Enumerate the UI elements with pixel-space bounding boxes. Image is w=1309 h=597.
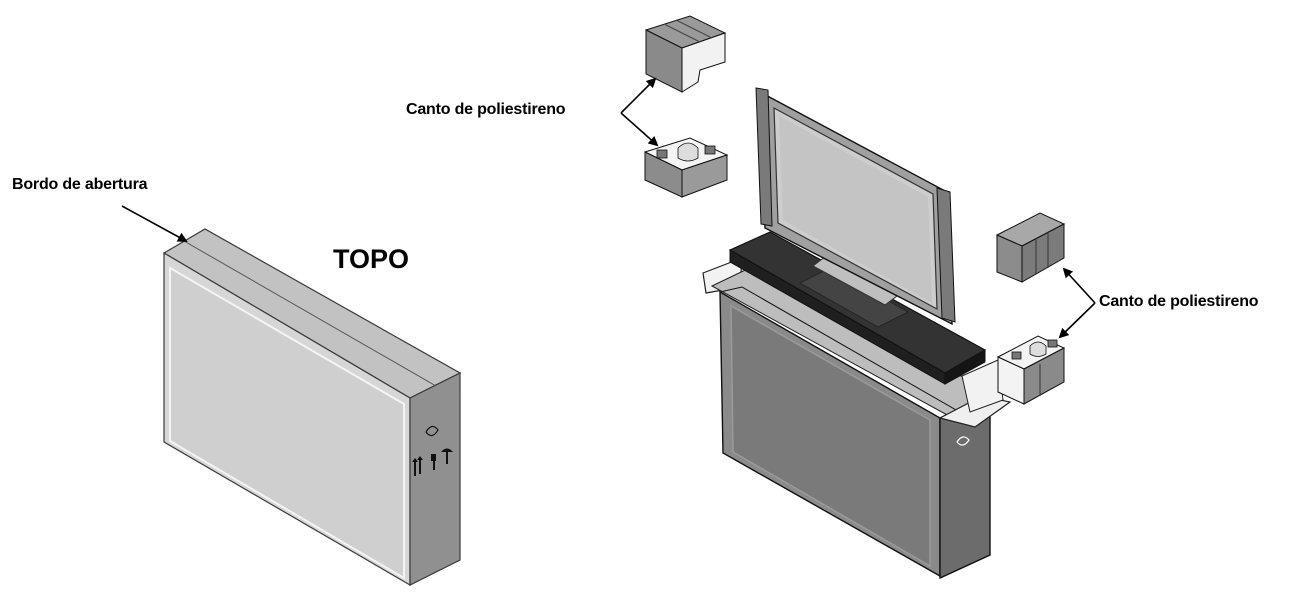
polystyrene-corner-label-right: Canto de poliestireno [1099, 293, 1259, 310]
box-side-face [409, 372, 461, 586]
polystyrene-corner-upper-bottom [643, 137, 729, 198]
handle-hole-icon [956, 436, 970, 446]
opening-edge-arrow [121, 205, 188, 242]
polystyrene-pointer-upper [620, 77, 659, 147]
closed-box [121, 205, 462, 587]
tv-speaker-right [936, 187, 956, 323]
opening-edge-label: Bordo de abertura [12, 176, 148, 193]
fragile-icon [412, 456, 423, 476]
polystyrene-corner-right-bottom [996, 335, 1066, 405]
keep-dry-icon [441, 448, 453, 464]
polystyrene-pointer-right [1058, 267, 1096, 339]
plasma-tv [755, 87, 956, 326]
tv-speaker-left [755, 87, 773, 227]
tv-stand-tray [728, 231, 987, 385]
this-side-up-icon [431, 454, 436, 470]
polystyrene-corner-upper-top [644, 15, 727, 93]
top-label: TOPO [333, 244, 410, 274]
handle-hole-icon [425, 425, 439, 437]
opened-box [702, 257, 1012, 580]
polystyrene-corner-label-upper: Canto de poliestireno [406, 101, 566, 118]
polystyrene-corner-right-top [995, 212, 1066, 283]
